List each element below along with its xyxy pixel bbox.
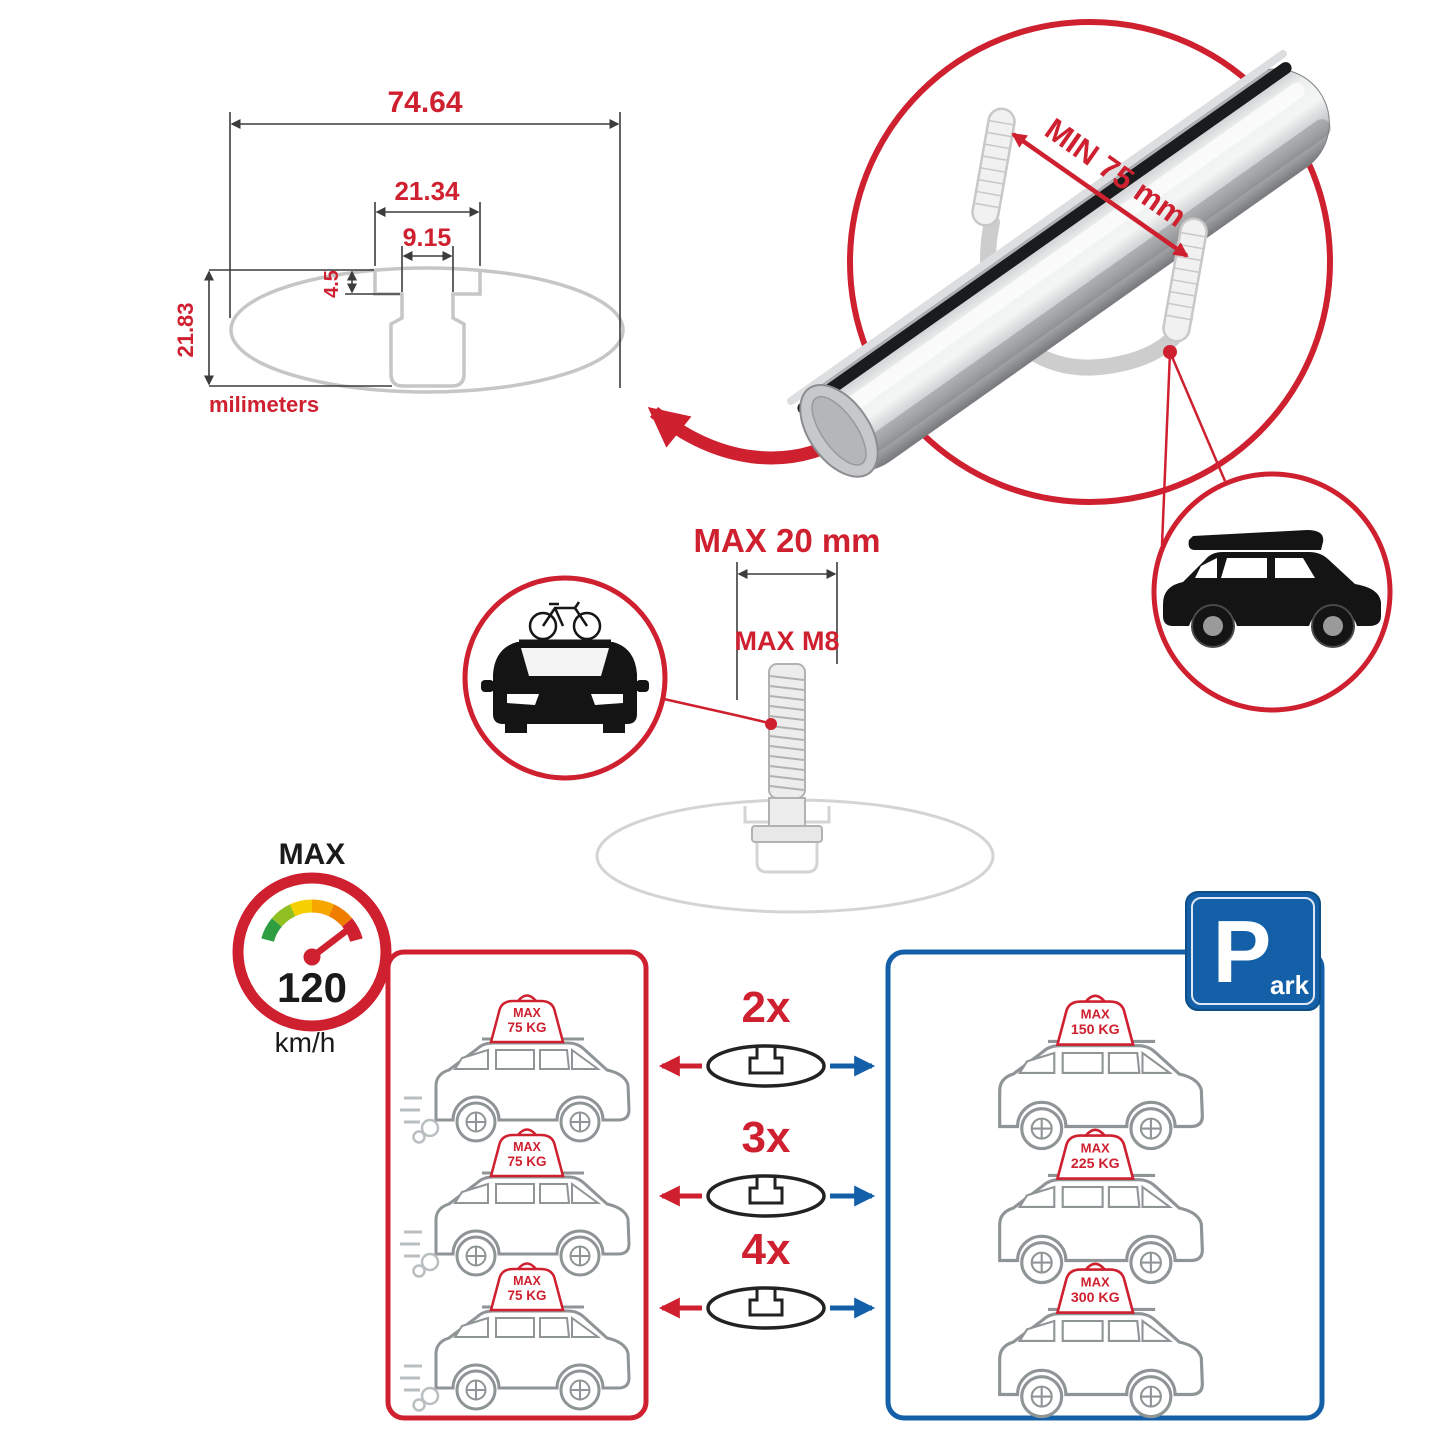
bolt-diagram: MAX 20 mm MAX M8 [595,522,995,914]
suv-roofbox-icon [1163,530,1381,648]
callout-dot [765,718,777,730]
max-length-label: MAX 20 mm [693,522,880,559]
dim-slot-outer: 21.34 [394,176,460,206]
bag-weight-label: 300 KG [1071,1290,1120,1306]
car-illustration: MAX 75 KG [398,994,629,1144]
bag-weight-label: 150 KG [1071,1022,1120,1038]
bag-weight-label: 75 KG [507,1154,546,1169]
car-illustration: MAX 75 KG [398,1128,629,1278]
speed-value: 120 [277,964,347,1011]
bolt-icon [751,663,823,843]
crossbar-section-icon [706,1286,826,1330]
park-sign-letter: P [1213,902,1272,1001]
dim-step-depth: 4.5 [321,270,343,298]
unit-label: milimeters [209,392,319,417]
clamp-sketch-front [1162,217,1208,343]
crossbar-cross-section-ellipse [229,266,625,394]
crossbar-photo: MIN 75 mm [787,19,1333,546]
bag-weight-label: 225 KG [1071,1156,1120,1172]
bag-load-label: MAX [513,1006,541,1020]
bag-load-label: MAX [513,1274,541,1288]
max-thread-label: MAX M8 [734,626,839,656]
park-sign: P ark [1185,891,1321,1011]
driving-panel: MAX 75 KG MAX 75 KG MAX 75 KG [385,949,649,1421]
park-sign-text: ark [1270,970,1310,1000]
quantity-column: 2x 3x 4x [658,983,876,1330]
bag-load-label: MAX [1081,1006,1110,1021]
quantity-label: 2x [742,983,791,1032]
bag-load-label: MAX [513,1140,541,1154]
parking-panel: MAX 150 KG MAX 225 KG MAX 300 KG P ark [885,891,1325,1421]
crossbar-section-icon [706,1044,826,1088]
bike-car-badge [462,575,668,781]
dimension-diagram: 74.64 21.34 9.15 4.5 21.83 milimeters [173,86,625,417]
callout-line [654,695,770,725]
bag-weight-label: 75 KG [507,1020,546,1035]
bag-load-label: MAX [1081,1274,1110,1289]
car-illustration: MAX 300 KG [1000,1262,1203,1417]
quantity-label: 3x [742,1113,791,1162]
crossbar-section-icon [706,1174,826,1218]
quantity-label: 4x [742,1225,791,1274]
zoom-circle [847,19,1333,505]
car-front-bike-icon [481,601,649,733]
callout-line [1160,351,1172,546]
dim-slot-inner: 9.15 [403,224,452,252]
t-slot-profile [373,270,482,388]
speed-limit-gauge: MAX 120 km/h [232,838,392,1058]
speed-unit: km/h [275,1027,336,1058]
callout-line [1168,351,1227,482]
dim-height-total: 21.83 [173,302,198,357]
dim-width-total: 74.64 [387,86,462,119]
car-illustration: MAX 150 KG [1000,994,1203,1149]
speed-max-label: MAX [279,838,346,871]
bag-weight-label: 75 KG [507,1288,546,1303]
bag-load-label: MAX [1081,1140,1110,1155]
car-illustration: MAX 75 KG [398,1262,629,1412]
car-illustration: MAX 225 KG [1000,1128,1203,1283]
gauge-arc [261,899,363,943]
roofbox-car-badge [1151,471,1393,713]
